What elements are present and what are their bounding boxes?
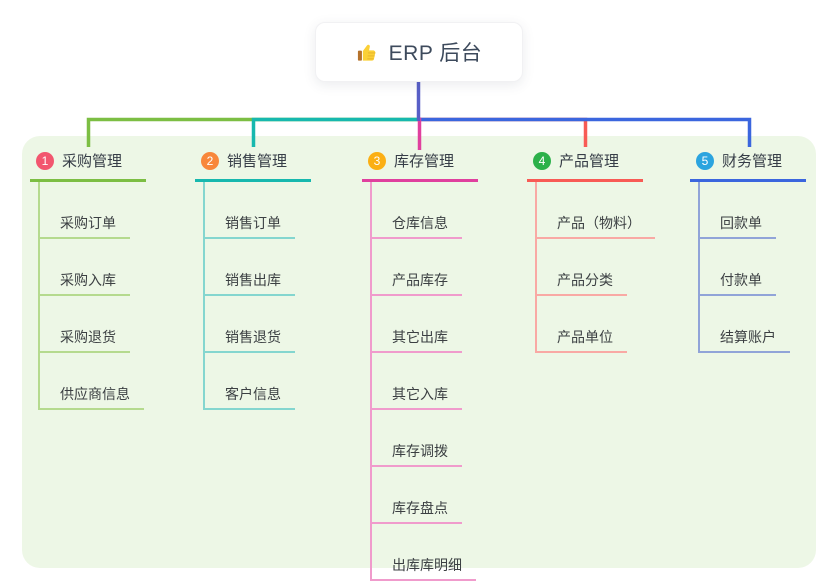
- child-node[interactable]: 仓库信息: [372, 182, 462, 239]
- child-node[interactable]: 销售订单: [205, 182, 295, 239]
- branch-5: 5 财务管理回款单付款单结算账户: [690, 147, 806, 353]
- branch-3: 3 库存管理仓库信息产品库存其它出库其它入库库存调拨库存盘点出库库明细: [362, 147, 478, 581]
- child-node[interactable]: 其它出库: [372, 296, 462, 353]
- branch-children: 产品（物料）产品分类产品单位: [535, 182, 655, 353]
- child-node[interactable]: 其它入库: [372, 353, 462, 410]
- child-node[interactable]: 产品分类: [537, 239, 627, 296]
- child-node[interactable]: 产品单位: [537, 296, 627, 353]
- child-node[interactable]: 库存盘点: [372, 467, 462, 524]
- branch-label: 销售管理: [227, 153, 288, 170]
- branch-children: 采购订单采购入库采购退货供应商信息: [38, 182, 144, 410]
- branch-label: 财务管理: [722, 153, 783, 170]
- branch-children: 回款单付款单结算账户: [698, 182, 790, 353]
- child-node[interactable]: 产品（物料）: [537, 182, 655, 239]
- child-node[interactable]: 客户信息: [205, 353, 295, 410]
- branch-header-1[interactable]: 1 采购管理: [30, 147, 146, 182]
- branch-number-badge: 5: [696, 151, 714, 170]
- child-node[interactable]: 采购退货: [40, 296, 130, 353]
- branch-number-badge: 1: [36, 151, 54, 170]
- child-node[interactable]: 库存调拨: [372, 410, 462, 467]
- branch-children: 销售订单销售出库销售退货客户信息: [203, 182, 295, 410]
- child-node[interactable]: 结算账户: [700, 296, 790, 353]
- branch-label: 采购管理: [62, 153, 123, 170]
- child-node[interactable]: 出库库明细: [372, 524, 476, 581]
- child-node[interactable]: 付款单: [700, 239, 776, 296]
- branch-1: 1 采购管理采购订单采购入库采购退货供应商信息: [30, 147, 146, 410]
- branch-header-5[interactable]: 5 财务管理: [690, 147, 806, 182]
- branch-label: 产品管理: [559, 153, 620, 170]
- branch-header-3[interactable]: 3 库存管理: [362, 147, 478, 182]
- root-node[interactable]: ERP 后台: [315, 22, 523, 82]
- branch-number-badge: 3: [368, 151, 386, 170]
- child-node[interactable]: 销售退货: [205, 296, 295, 353]
- branch-header-4[interactable]: 4 产品管理: [527, 147, 643, 182]
- thumbs-up-icon: [356, 41, 379, 64]
- branch-label: 库存管理: [394, 153, 455, 170]
- child-node[interactable]: 产品库存: [372, 239, 462, 296]
- child-node[interactable]: 采购订单: [40, 182, 130, 239]
- branch-children: 仓库信息产品库存其它出库其它入库库存调拨库存盘点出库库明细: [370, 182, 476, 581]
- branch-2: 2 销售管理销售订单销售出库销售退货客户信息: [195, 147, 311, 410]
- child-node[interactable]: 回款单: [700, 182, 776, 239]
- branch-4: 4 产品管理产品（物料）产品分类产品单位: [527, 147, 655, 353]
- child-node[interactable]: 供应商信息: [40, 353, 144, 410]
- branch-header-2[interactable]: 2 销售管理: [195, 147, 311, 182]
- root-title: ERP 后台: [388, 42, 483, 65]
- child-node[interactable]: 销售出库: [205, 239, 295, 296]
- branch-number-badge: 4: [533, 151, 551, 170]
- child-node[interactable]: 采购入库: [40, 239, 130, 296]
- branch-number-badge: 2: [201, 151, 219, 170]
